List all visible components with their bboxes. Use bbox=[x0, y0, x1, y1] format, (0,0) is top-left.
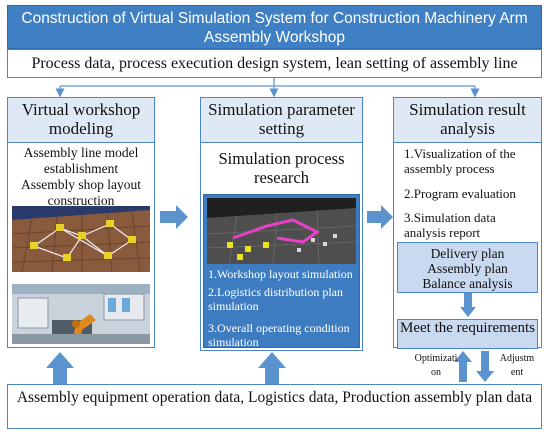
requirements-panel: Meet the requirements bbox=[397, 319, 538, 349]
program-evaluation-item: 2.Program evaluation bbox=[404, 186, 516, 201]
arrow-bottom-to-left bbox=[46, 352, 74, 384]
arrow-left-to-middle bbox=[160, 205, 188, 229]
simulation-result-heading: Simulation result analysis bbox=[394, 98, 541, 143]
logistics-plan-item: 2.Logistics distribution plan simulation bbox=[208, 285, 343, 313]
analysis-report-item: 3.Simulation data analysis report bbox=[404, 210, 496, 240]
layout-simulation-item: 1.Workshop layout simulation bbox=[208, 267, 353, 281]
workshop-render-image bbox=[12, 206, 150, 272]
simulation-process-panel: 1.Workshop layout simulation 2.Logistics… bbox=[203, 194, 361, 349]
robot-arm-render-image bbox=[12, 284, 150, 344]
requirements-text: Meet the requirements bbox=[400, 320, 535, 336]
assembly-shop-layout-text: Assembly shop layout construction bbox=[21, 177, 141, 208]
simulation-parameter-heading: Simulation parameter setting bbox=[201, 98, 362, 143]
optimization-arrow bbox=[454, 351, 472, 382]
production-data-box: Assembly equipment operation data, Logis… bbox=[7, 384, 542, 429]
arrow-bottom-to-middle bbox=[258, 352, 286, 384]
assembly-line-model-text: Assembly line model establishment bbox=[23, 145, 139, 176]
system-title: Construction of Virtual Simulation Syste… bbox=[21, 10, 528, 46]
balance-analysis-text: Balance analysis bbox=[422, 276, 513, 291]
virtual-workshop-heading: Virtual workshop modeling bbox=[8, 98, 154, 143]
virtual-workshop-column: Virtual workshop modeling Assembly line … bbox=[7, 97, 155, 348]
optimization-label: Optimization bbox=[414, 353, 458, 378]
system-title-box: Construction of Virtual Simulation Syste… bbox=[7, 5, 542, 49]
visualization-item: 1.Visualization of the assembly process bbox=[404, 146, 516, 176]
simulation-result-column: Simulation result analysis 1.Visualizati… bbox=[393, 97, 542, 349]
production-data-text: Assembly equipment operation data, Logis… bbox=[16, 389, 533, 406]
process-data-box: Process data, process execution design s… bbox=[7, 49, 542, 78]
adjustment-label: Adjustment bbox=[499, 353, 535, 378]
simulation-process-list: 1.Workshop layout simulation 2.Logistics… bbox=[208, 267, 361, 349]
simulation-process-heading: Simulation process research bbox=[218, 149, 345, 187]
process-data-text: Process data, process execution design s… bbox=[31, 55, 518, 72]
simulation-render-image bbox=[207, 198, 356, 264]
result-items: 1.Visualization of the assembly process … bbox=[394, 143, 541, 240]
simulation-parameter-column: Simulation parameter setting Simulation … bbox=[200, 97, 363, 351]
delivery-plan-text: Delivery plan bbox=[430, 246, 505, 261]
operating-condition-item: 3.Overall operating condition simulation bbox=[208, 321, 350, 349]
virtual-workshop-items: Assembly line model establishment Assemb… bbox=[8, 143, 154, 209]
plan-panel: Delivery plan Assembly plan Balance anal… bbox=[397, 242, 538, 293]
assembly-plan-text: Assembly plan bbox=[427, 261, 508, 276]
plan-to-requirements-arrow bbox=[460, 293, 476, 317]
adjustment-arrow bbox=[476, 351, 494, 382]
arrow-middle-to-right bbox=[367, 205, 393, 229]
